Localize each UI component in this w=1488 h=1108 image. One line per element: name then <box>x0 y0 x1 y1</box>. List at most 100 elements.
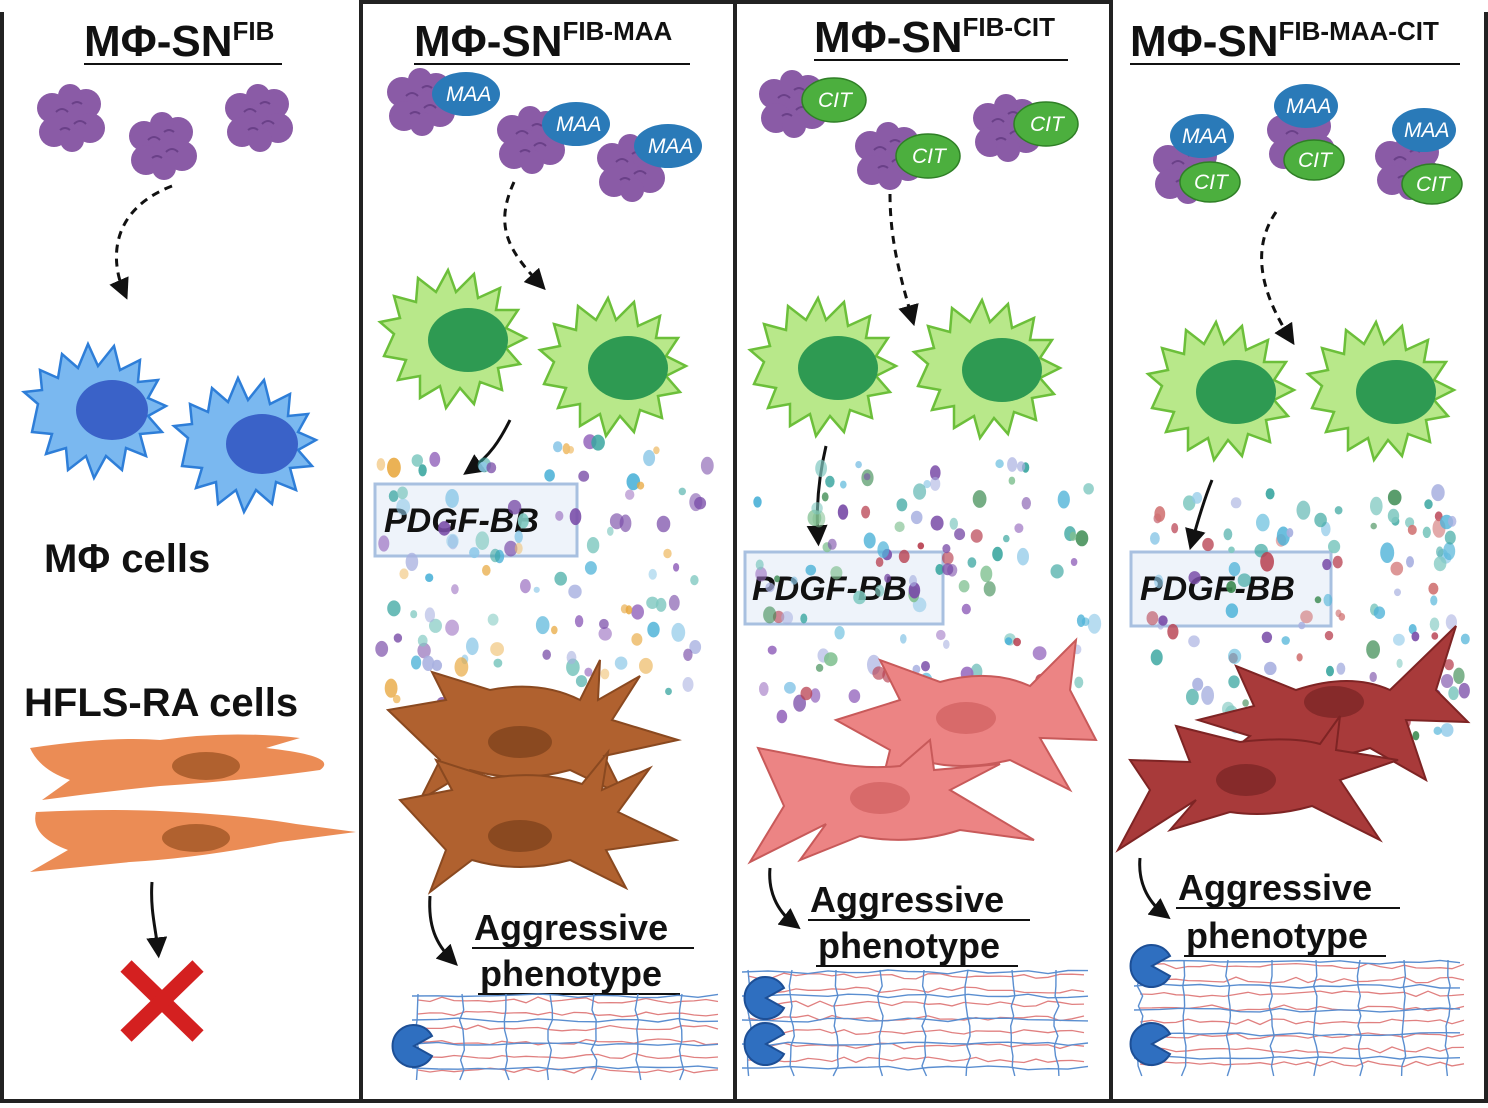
svg-text:CIT: CIT <box>1298 149 1334 172</box>
factor-dot <box>1324 630 1334 641</box>
phenotype-line2: phenotype <box>480 953 662 994</box>
factor-dot <box>1017 547 1029 566</box>
factor-dot <box>410 610 418 619</box>
factor-dot <box>930 515 944 531</box>
factor-dot <box>490 548 501 563</box>
factor-dot <box>375 640 389 657</box>
no-effect-cross-icon <box>120 960 204 1042</box>
factor-dot <box>917 542 925 550</box>
matrix-strand <box>1180 959 1187 1077</box>
factor-dot <box>671 622 686 642</box>
svg-text:MAA: MAA <box>648 135 694 158</box>
svg-text:CIT: CIT <box>818 89 854 112</box>
factor-dot <box>609 513 624 530</box>
factor-dot <box>1335 609 1342 618</box>
factor-dot <box>943 639 950 650</box>
matrix-strand <box>634 993 642 1081</box>
matrix-strand <box>1133 1031 1461 1037</box>
factor-dot <box>1436 546 1444 558</box>
factor-dot <box>1154 574 1164 589</box>
factor-dot <box>1007 457 1018 472</box>
matrix-strand <box>1400 959 1407 1077</box>
factor-dot <box>1201 685 1214 705</box>
factor-dot <box>690 575 699 586</box>
factor-dot <box>1057 490 1070 509</box>
factor-dot <box>1146 611 1159 626</box>
matrix-strand <box>741 1017 1089 1023</box>
factor-dot <box>900 634 907 644</box>
factor-dot <box>1021 497 1031 510</box>
factor-dot <box>790 576 798 585</box>
phenotype-line1: Aggressive <box>474 907 668 948</box>
mmp-pacman-icon <box>743 976 785 1020</box>
factor-dot <box>825 475 835 488</box>
factor-dot <box>1373 606 1386 619</box>
matrix-strand <box>921 969 928 1077</box>
factor-dot <box>445 619 459 636</box>
factor-dot <box>626 473 641 491</box>
factor-dot <box>810 688 821 703</box>
hfls-resting-cells <box>30 734 356 872</box>
factor-dot <box>1032 646 1047 661</box>
factor-dot <box>438 521 451 536</box>
factor-dot <box>1334 506 1343 515</box>
matrix-strand <box>1133 1055 1461 1060</box>
solid-arrow <box>806 445 828 547</box>
factor-dot <box>429 618 442 633</box>
factor-dot <box>1050 564 1064 579</box>
factor-dot <box>586 537 600 554</box>
matrix-strand <box>741 993 1089 999</box>
factor-dot <box>665 687 672 696</box>
factor-dot <box>507 499 522 515</box>
factor-dot <box>1370 496 1383 516</box>
collagen-fiber <box>1139 962 1465 970</box>
factor-dot <box>1256 513 1270 532</box>
factor-dot <box>753 496 762 508</box>
factor-dot <box>967 557 977 568</box>
factor-dot <box>1369 671 1377 683</box>
factor-dot <box>1408 624 1417 635</box>
solid-arrow <box>1138 857 1171 920</box>
factor-dot <box>1225 603 1239 618</box>
panel-title: MΦ-SNFIB-CIT <box>814 12 1055 62</box>
svg-text:CIT: CIT <box>1194 171 1230 194</box>
matrix-strand <box>590 993 598 1081</box>
matrix-strand <box>1133 983 1461 989</box>
factor-dot <box>875 557 884 567</box>
collagen-fiber <box>1139 1060 1465 1068</box>
factor-dot <box>387 600 401 617</box>
factor-dot <box>942 551 954 565</box>
hfls-maa-cit-cells <box>1115 625 1471 853</box>
svg-text:MAA: MAA <box>556 113 602 136</box>
factor-dot <box>535 616 550 635</box>
factor-dot <box>1300 610 1313 624</box>
svg-text:CIT: CIT <box>912 145 948 168</box>
factor-dot <box>972 490 987 508</box>
factor-dot <box>668 594 680 611</box>
factor-dot <box>542 649 551 660</box>
factor-dot <box>909 575 917 587</box>
matrix-strand <box>503 993 510 1081</box>
factor-dot <box>1087 613 1102 634</box>
factor-dot <box>1422 526 1431 538</box>
factor-dot <box>805 564 817 576</box>
factor-dot <box>1188 571 1201 585</box>
factor-dot <box>1016 461 1026 472</box>
factor-dot <box>1158 615 1168 626</box>
extracellular-matrix <box>411 993 719 1081</box>
factor-dot <box>1394 588 1401 597</box>
factor-dot <box>1314 512 1327 528</box>
factor-dot <box>949 517 958 530</box>
factor-dot <box>1150 649 1163 666</box>
factor-dot <box>487 613 499 626</box>
factor-dot <box>1428 582 1439 595</box>
factor-dot <box>566 650 577 665</box>
factor-dot <box>475 531 490 550</box>
extracellular-matrix <box>741 969 1089 1077</box>
factor-dot <box>1380 542 1395 563</box>
factor-dot <box>482 564 491 576</box>
collagen-fiber <box>747 1042 1085 1050</box>
factor-dot <box>1003 534 1010 543</box>
factor-dot <box>834 626 845 640</box>
panel-fib-maa-cit: MΦ-SNFIB-MAA-CIT MAA CIT MAA CIT MAA CIT <box>1115 16 1471 1077</box>
